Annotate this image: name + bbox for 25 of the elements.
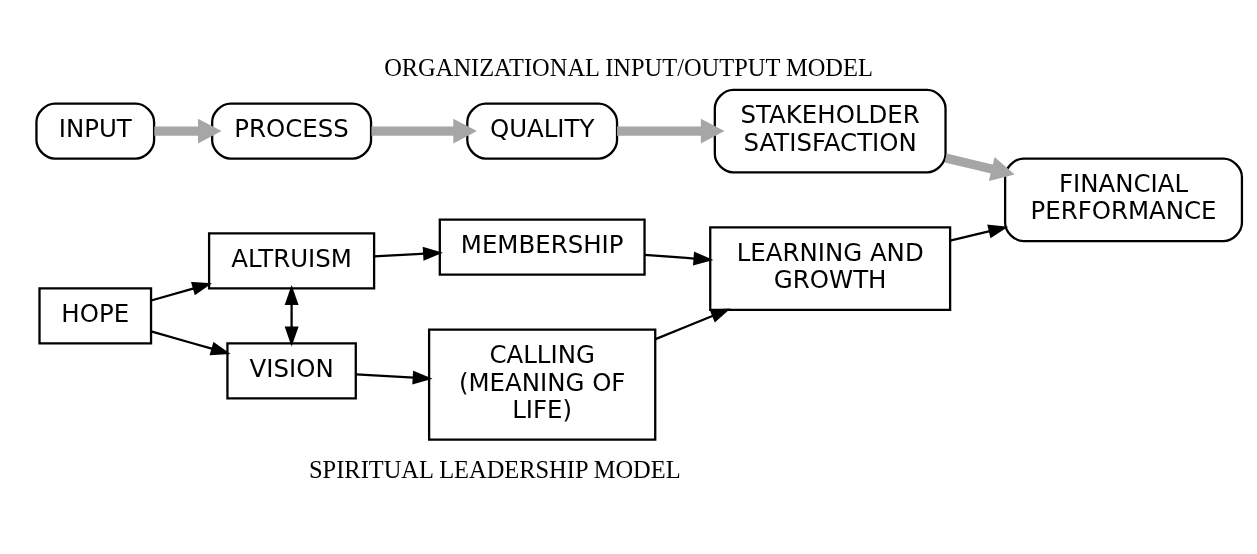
node-box: QUALITY (466, 102, 619, 160)
arrow (655, 308, 731, 341)
arrow (150, 281, 213, 302)
arrow (150, 330, 231, 356)
node-box: MEMBERSHIP (438, 218, 646, 276)
node-box: ALTRUISM (207, 232, 376, 290)
node-box: CALLING (MEANING OF LIFE) (427, 328, 657, 441)
node-box: LEARNING AND GROWTH (709, 226, 952, 311)
node-box: INPUT (35, 102, 156, 160)
arrow (944, 153, 1015, 182)
caption: SPIRITUAL LEADERSHIP MODEL (309, 455, 681, 483)
node-box: VISION (226, 342, 357, 400)
diagram-title: ORGANIZATIONAL INPUT/OUTPUT MODEL (384, 53, 873, 81)
node-box: HOPE (38, 287, 153, 345)
arrow (644, 251, 714, 266)
arrow (284, 285, 299, 347)
arrow (617, 118, 725, 144)
arrow (949, 224, 1009, 242)
node-box: FINANCIAL PERFORMANCE (1003, 157, 1244, 243)
arrow (356, 370, 433, 385)
arrow (154, 118, 222, 144)
node-box: PROCESS (211, 102, 373, 160)
node-box: STAKEHOLDER SATISFACTION (713, 88, 947, 174)
arrow (374, 246, 443, 261)
arrow (371, 118, 477, 144)
